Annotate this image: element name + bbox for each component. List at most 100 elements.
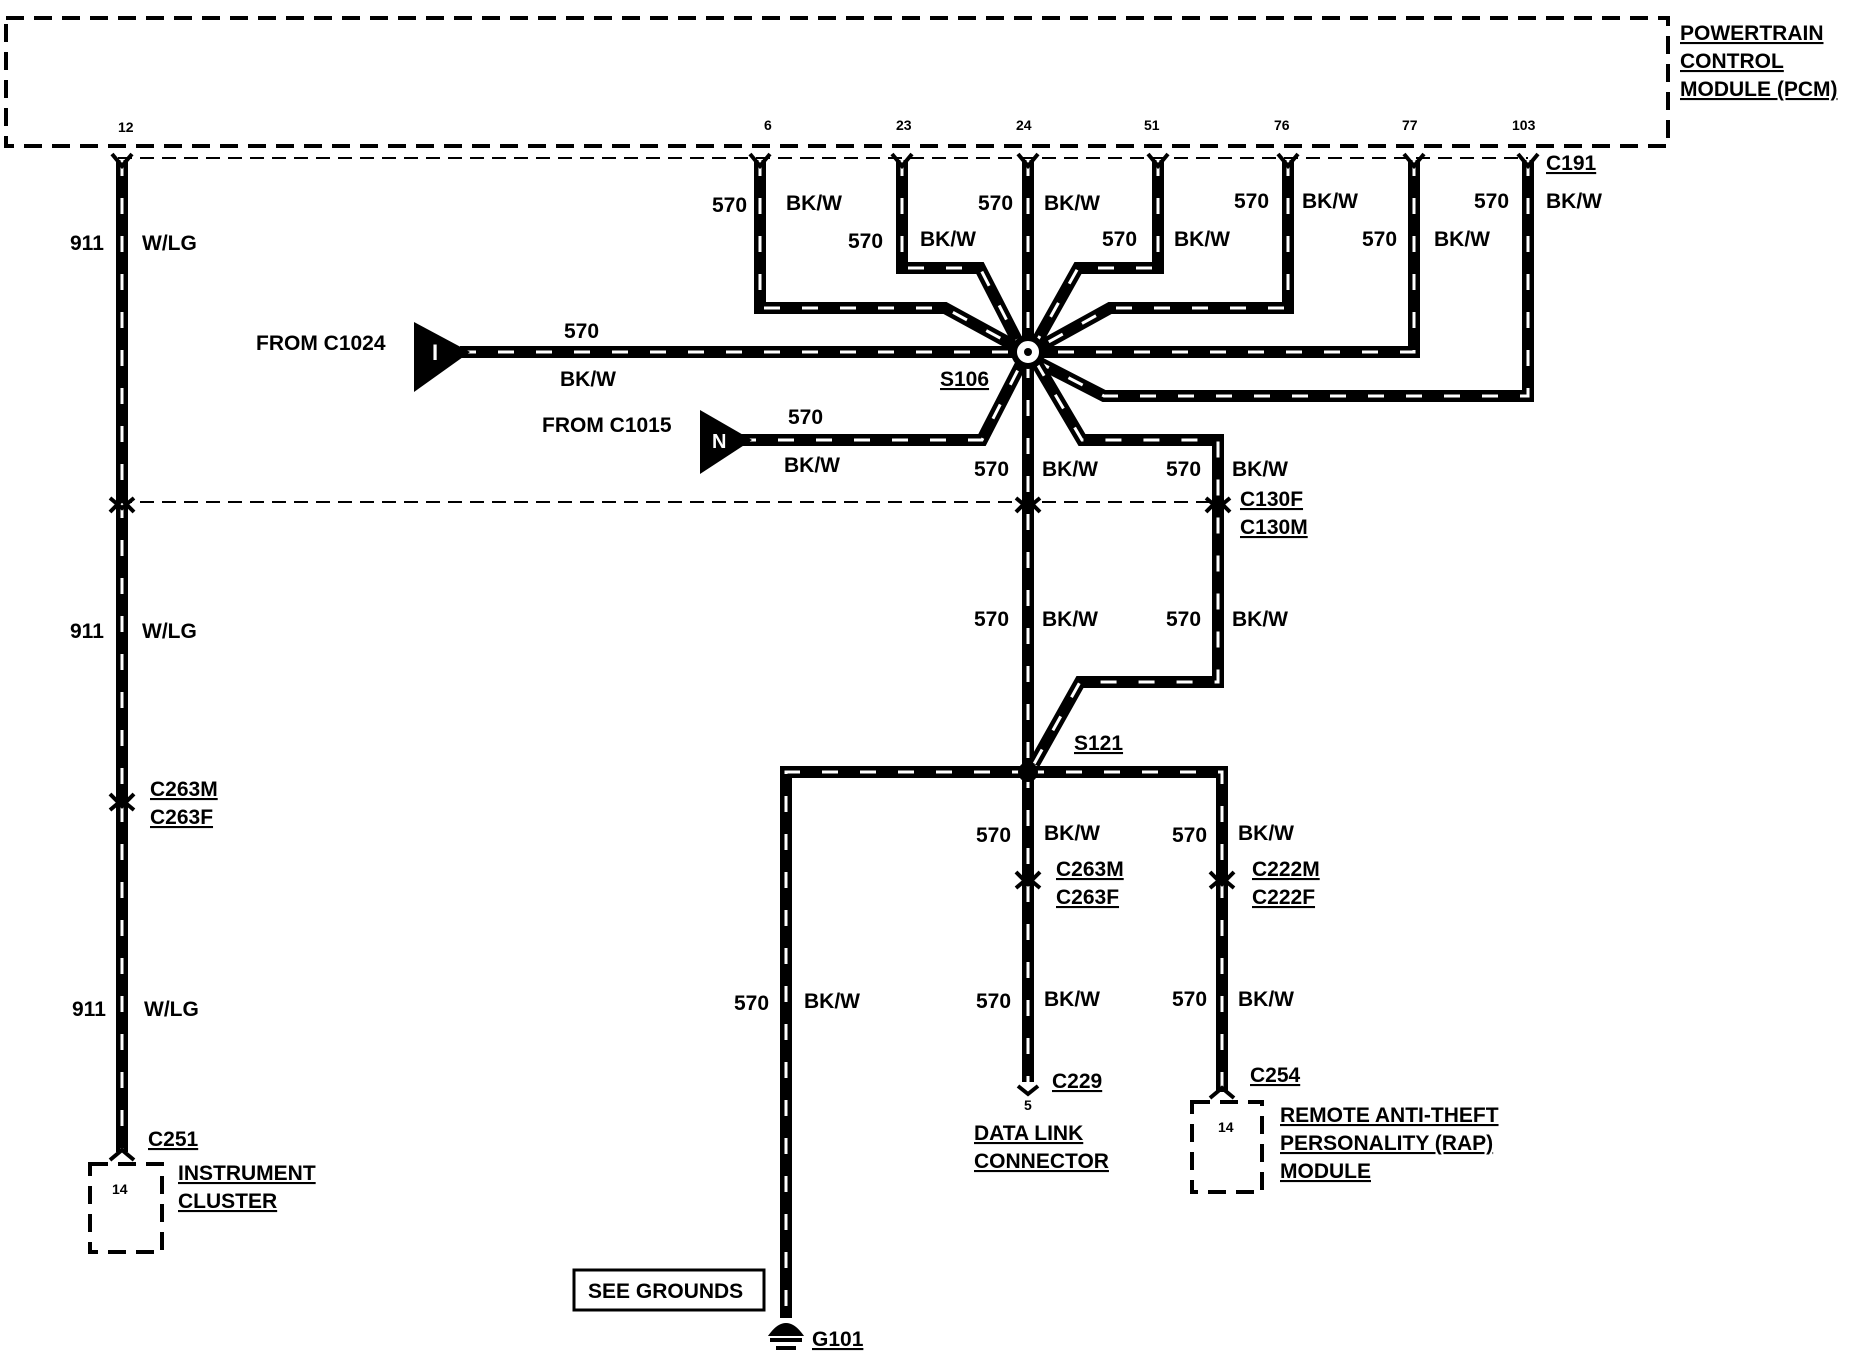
feed-c1024-triangle	[414, 322, 470, 392]
rap-label-line-2: PERSONALITY (RAP)	[1280, 1132, 1493, 1155]
c222m-label: C222M	[1252, 858, 1320, 881]
wire-pin-77-stripe	[1036, 160, 1416, 354]
c191-pin-77-glyph	[1402, 152, 1426, 170]
wire-to-g101	[780, 766, 1028, 1318]
wire-c130-branch-stripe	[1032, 361, 1220, 765]
w570-dlc-upper-color: BK/W	[1044, 822, 1100, 845]
wire-to-rap	[1028, 766, 1228, 1092]
pcm-pin-23: 23	[896, 117, 912, 133]
c251-label: C251	[148, 1128, 199, 1151]
connector-glyphs	[108, 152, 1540, 1162]
w911-label-1: 911	[70, 232, 104, 255]
c130-right-glyph-2	[1204, 497, 1232, 514]
rap-label-line-3: MODULE	[1280, 1160, 1371, 1183]
cluster-label-line-2: CLUSTER	[178, 1190, 277, 1213]
pcm-label-line-3: MODULE (PCM)	[1680, 78, 1837, 101]
w570-ground-color: BK/W	[804, 990, 860, 1013]
c191-pin-24-glyph	[1016, 152, 1040, 170]
feed-c1015-id: N	[712, 431, 726, 453]
w570-pin51-color: BK/W	[1174, 228, 1230, 251]
c263m-mid-label: C263M	[1056, 858, 1124, 881]
pcm-label: POWERTRAIN CONTROL MODULE (PCM)	[1680, 22, 1837, 101]
cluster-label-line-1: INSTRUMENT	[178, 1162, 316, 1185]
w570-pin103-label: 570	[1474, 190, 1509, 213]
c229-pin: 5	[1024, 1097, 1032, 1113]
c263-left-glyph-2	[108, 797, 136, 812]
rap-pin: 14	[1218, 1119, 1234, 1135]
wire-pin-103	[1031, 160, 1534, 402]
w911-color-2: W/LG	[142, 620, 197, 643]
pcm-pin-103: 103	[1512, 117, 1536, 133]
w570-pin103-color: BK/W	[1546, 190, 1602, 213]
wire-pin-51-stripe	[1030, 160, 1160, 351]
c263-mid-glyph	[1014, 870, 1042, 887]
w570-lower-mid-color: BK/W	[1042, 608, 1098, 631]
s106-label: S106	[940, 368, 989, 391]
w570-rap-upper-color: BK/W	[1238, 822, 1294, 845]
pcm-label-line-2: CONTROL	[1680, 50, 1784, 73]
c191-label: C191	[1546, 152, 1597, 175]
c229-label: C229	[1052, 1070, 1102, 1093]
w570-pin24-label: 570	[978, 192, 1013, 215]
c130-mid-glyph	[1014, 496, 1042, 511]
w570-c130-mid-label: 570	[974, 458, 1009, 481]
w570-c130-right-color: BK/W	[1232, 458, 1288, 481]
w570-pin76-color: BK/W	[1302, 190, 1358, 213]
pcm-pin-24: 24	[1016, 117, 1032, 133]
c263-mid-glyph-2	[1014, 875, 1042, 890]
w570-lower-right-label: 570	[1166, 608, 1201, 631]
w570-pin77-color: BK/W	[1434, 228, 1490, 251]
c254-glyph	[1208, 1085, 1236, 1100]
wire-pin-76-stripe	[1033, 160, 1290, 352]
w570-pin24-color: BK/W	[1044, 192, 1100, 215]
w911-label-3: 911	[72, 998, 106, 1021]
w570-rap-upper-label: 570	[1172, 824, 1207, 847]
w570-pin77-label: 570	[1362, 228, 1397, 251]
c191-pin-76-glyph	[1276, 152, 1300, 170]
splice-s106-dot	[1024, 348, 1032, 356]
pcm-pin-51: 51	[1144, 117, 1160, 133]
see-grounds-label: SEE GROUNDS	[588, 1280, 743, 1303]
w570-dlc-lower-color: BK/W	[1044, 988, 1100, 1011]
feed-c1015-label: FROM C1015	[542, 414, 672, 437]
c191-pin-103-glyph	[1516, 152, 1540, 170]
w570-lower-right-color: BK/W	[1232, 608, 1288, 631]
wire-to-rap-stripe	[1028, 770, 1224, 1092]
w570-lower-mid-label: 570	[974, 608, 1009, 631]
c191-pin-12-glyph	[110, 152, 134, 170]
pcm-label-line-1: POWERTRAIN	[1680, 22, 1824, 45]
wire-pin-23-stripe	[900, 160, 1024, 351]
w570-pin6-label: 570	[712, 194, 747, 217]
c263f-left-label: C263F	[150, 806, 213, 829]
w570-dlc-lower-label: 570	[976, 990, 1011, 1013]
w911-color-3: W/LG	[144, 998, 199, 1021]
w570-c1015-label: 570	[788, 406, 823, 429]
w570-dlc-upper-label: 570	[976, 824, 1011, 847]
c191-pin-51-glyph	[1146, 152, 1170, 170]
c229-glyph	[1016, 1084, 1040, 1097]
c222-glyph-2	[1208, 875, 1236, 890]
c222-glyph	[1208, 870, 1236, 887]
c251-glyph	[108, 1147, 136, 1162]
feed-c1024-id: I	[432, 340, 438, 365]
c263m-left-label: C263M	[150, 778, 218, 801]
see-grounds-box	[572, 1268, 766, 1312]
w570-c1015-color: BK/W	[784, 454, 840, 477]
ground-dome	[767, 1323, 805, 1336]
c191-pin-23-glyph	[890, 152, 914, 170]
w911-label-2: 911	[70, 620, 104, 643]
wire-pin-103-stripe	[1033, 160, 1530, 398]
c130-mid-glyph-2	[1014, 497, 1042, 514]
c130m-label: C130M	[1240, 516, 1308, 539]
wire-pin-6-stripe	[758, 160, 1023, 352]
pcm-pin-6: 6	[764, 117, 772, 133]
c254-label: C254	[1250, 1064, 1301, 1087]
pcm-pin-77: 77	[1402, 117, 1418, 133]
wire-c130-branch	[1028, 358, 1224, 767]
pcm-box	[4, 16, 1670, 148]
feed-c1024-label: FROM C1024	[256, 332, 386, 355]
c222f-label: C222F	[1252, 886, 1315, 909]
c191-pin-6-glyph	[748, 152, 772, 170]
c263f-mid-label: C263F	[1056, 886, 1119, 909]
w570-pin76-label: 570	[1234, 190, 1269, 213]
